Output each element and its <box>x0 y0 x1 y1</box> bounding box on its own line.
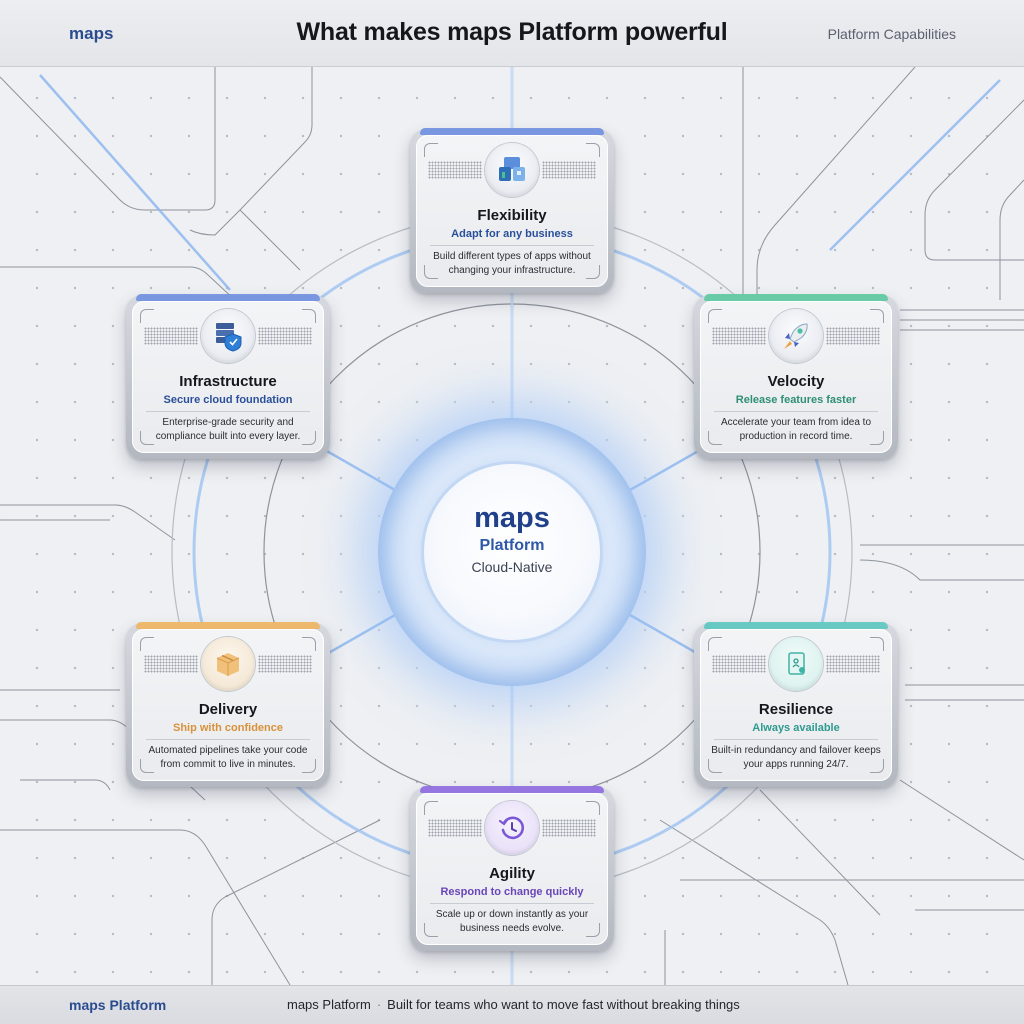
footer-tagline: maps Platform · Built for teams who want t… <box>287 997 740 1012</box>
divider <box>714 739 878 740</box>
divider <box>430 903 594 904</box>
card-subtitle: Ship with confidence <box>172 722 283 734</box>
card-description: Build different types of apps without ch… <box>433 251 591 276</box>
footer-separator: · <box>376 997 382 1012</box>
grille-decoration <box>144 327 198 345</box>
grille-decoration <box>258 655 312 673</box>
building-blocks-icon <box>485 143 539 197</box>
card-face: Velocity Release features faster Acceler… <box>700 301 892 453</box>
divider <box>146 411 310 412</box>
page-title: What makes maps Platform powerful <box>296 18 728 46</box>
grille-decoration <box>428 161 482 179</box>
card-subtitle: Adapt for any business <box>451 228 573 240</box>
card-title: Infrastructure <box>179 373 277 390</box>
card-resilience[interactable]: Resilience Always available Built-in red… <box>694 622 898 787</box>
card-delivery[interactable]: Delivery Ship with confidence Automated … <box>126 622 330 787</box>
grille-decoration <box>428 819 482 837</box>
grille-decoration <box>712 327 766 345</box>
history-clock-icon <box>485 801 539 855</box>
card-title: Delivery <box>198 701 258 718</box>
card-face: Delivery Ship with confidence Automated … <box>132 629 324 781</box>
divider <box>146 739 310 740</box>
card-agility[interactable]: Agility Respond to change quickly Scale … <box>410 786 614 951</box>
card-description: Automated pipelines take your code from … <box>148 745 308 770</box>
card-subtitle: Always available <box>752 722 840 734</box>
card-title: Flexibility <box>477 207 547 224</box>
footer: maps Platform maps Platform · Built for te… <box>0 985 1024 1024</box>
hub-name: maps <box>474 502 550 534</box>
grille-decoration <box>258 327 312 345</box>
card-title: Velocity <box>767 373 825 390</box>
divider <box>430 245 594 246</box>
header-tag: Platform Capabilities <box>827 26 956 42</box>
rocket-icon <box>769 309 823 363</box>
card-face: Infrastructure Secure cloud foundation E… <box>132 301 324 453</box>
card-description: Accelerate your team from idea to produc… <box>720 417 872 442</box>
card-title: Agility <box>489 865 535 882</box>
card-velocity[interactable]: Velocity Release features faster Acceler… <box>694 294 898 459</box>
card-subtitle: Respond to change quickly <box>440 886 584 898</box>
card-flexibility[interactable]: Flexibility Adapt for any business Build… <box>410 128 614 293</box>
card-face: Resilience Always available Built-in red… <box>700 629 892 781</box>
grille-decoration <box>542 819 596 837</box>
hub-caption: Cloud-Native <box>471 559 553 575</box>
footer-tagline-text: Built for teams who want to move fast wi… <box>387 997 740 1012</box>
card-infrastructure[interactable]: Infrastructure Secure cloud foundation E… <box>126 294 330 459</box>
header: maps What makes maps Platform powerful P… <box>0 0 1024 67</box>
card-face: Agility Respond to change quickly Scale … <box>416 793 608 945</box>
grille-decoration <box>712 655 766 673</box>
card-face: Flexibility Adapt for any business Build… <box>416 135 608 287</box>
footer-brand[interactable]: maps Platform <box>69 997 167 1013</box>
card-description: Scale up or down instantly as your busin… <box>435 909 589 934</box>
grille-decoration <box>826 655 880 673</box>
card-description: Enterprise-grade security and compliance… <box>155 417 301 442</box>
package-box-icon <box>201 637 255 691</box>
footer-tagline-brand: maps Platform <box>287 997 371 1012</box>
divider <box>714 411 878 412</box>
header-brand[interactable]: maps <box>69 24 114 43</box>
failover-document-icon <box>769 637 823 691</box>
card-subtitle: Release features faster <box>735 394 857 406</box>
hub-core[interactable]: maps Platform Cloud-Native <box>424 464 600 640</box>
grille-decoration <box>542 161 596 179</box>
card-description: Built-in redundancy and failover keeps y… <box>711 745 881 770</box>
card-title: Resilience <box>758 701 834 718</box>
grille-decoration <box>826 327 880 345</box>
server-shield-icon <box>201 309 255 363</box>
grille-decoration <box>144 655 198 673</box>
hub-subtitle: Platform <box>479 537 545 554</box>
card-subtitle: Secure cloud foundation <box>163 394 293 406</box>
